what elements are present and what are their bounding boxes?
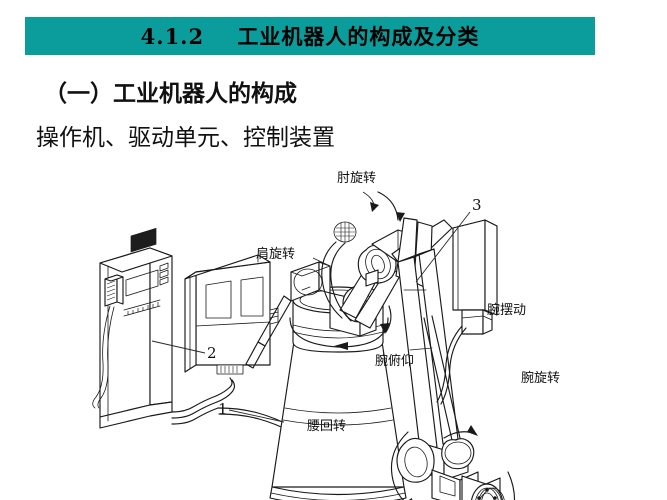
teach-pendant-illustration [171, 254, 292, 433]
body-text: 操作机、驱动单元、控制装置 [36, 125, 335, 151]
part-number-3: 3 [472, 196, 482, 214]
callout-label-elbow: 肘旋转 [337, 171, 376, 186]
callout-label-shoulder: 肩旋转 [256, 246, 295, 262]
page-title: 4.1.2 工业机器人的构成及分类 [140, 24, 480, 49]
wrist-assembly-illustration [390, 425, 516, 500]
control-cabinet-illustration [92, 227, 173, 429]
callout-label-wrist-roll: 腕旋转 [521, 370, 560, 386]
callout-label-wrist-pitch: 腕俯仰 [375, 353, 414, 369]
part-number-2: 2 [207, 344, 217, 362]
callout-label-wrist-swing: 腕摆动 [487, 302, 526, 318]
slide-title-banner: 4.1.2 工业机器人的构成及分类 [25, 17, 595, 55]
forearm-illustration [391, 217, 461, 451]
section-heading: （一）工业机器人的构成 [44, 80, 297, 107]
part-number-1: 1 [218, 400, 228, 418]
callout-label-waist: 腰回转 [307, 419, 346, 434]
drive-unit-box-illustration: 3 [415, 196, 498, 405]
upper-arm-illustration: 肘旋转 [321, 171, 418, 329]
robot-diagram: 腰回转 肩旋转 [0, 150, 667, 500]
